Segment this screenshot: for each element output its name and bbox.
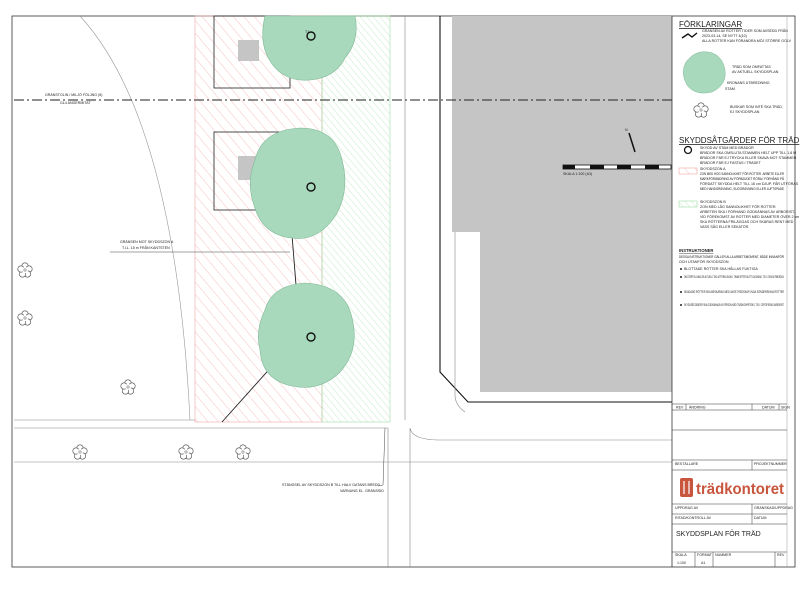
svg-text:RITAD/KONTROLL AV: RITAD/KONTROLL AV bbox=[675, 516, 712, 520]
north-arrow-icon: N bbox=[625, 128, 636, 153]
svg-text:UPPDRAG AV: UPPDRAG AV bbox=[675, 506, 699, 510]
svg-text:STAM: STAM bbox=[725, 87, 735, 91]
svg-text:SKA RÖTTERNA FRILÄGGAS OCH SKÄ: SKA RÖTTERNA FRILÄGGAS OCH SKÄRAS RENT M… bbox=[700, 220, 794, 224]
instructions-title: INSTRUKTIONER bbox=[679, 248, 713, 253]
svg-text:GRANSKAD/UPPDRAG: GRANSKAD/UPPDRAG bbox=[754, 506, 793, 510]
svg-text:TRÄD SOM OMFATTAS: TRÄD SOM OMFATTAS bbox=[732, 65, 771, 69]
tradkontoret-logo: trädkontoret bbox=[680, 478, 785, 498]
tree-legend-icon bbox=[683, 51, 726, 94]
drawing-frame bbox=[11, 15, 796, 568]
property-line bbox=[439, 16, 672, 403]
svg-text:SKYDDSÅTGÄRDER SKA GODKÄNNAS A: SKYDDSÅTGÄRDER SKA GODKÄNNAS AV PERSON M… bbox=[684, 302, 784, 307]
svg-text:GRÄNSEN AV ROTTER TIDER SOM AV: GRÄNSEN AV ROTTER TIDER SOM AVSEDD FRÅN bbox=[702, 28, 788, 33]
svg-text:REV: REV bbox=[777, 553, 785, 557]
svg-text:FORMAT: FORMAT bbox=[697, 553, 713, 557]
svg-text:NUMMER: NUMMER bbox=[715, 553, 732, 557]
trunk-protection-icon bbox=[306, 31, 316, 41]
drawing-scale: 1:100 bbox=[677, 561, 686, 565]
legend: FÖRKLARINGAR GRÄNSEN AV ROTTER TIDER SOM… bbox=[678, 20, 800, 307]
svg-text:BRÄDOR SKA OMSLUTA STAMMEN HEL: BRÄDOR SKA OMSLUTA STAMMEN HELT UPP TILL… bbox=[700, 151, 796, 155]
title-block bbox=[672, 403, 787, 567]
svg-text:BLOTTADE RÖTTER SKA HÅLLAS FUK: BLOTTADE RÖTTER SKA HÅLLAS FUKTIGA bbox=[684, 266, 758, 271]
zone-a-annotation: GRÄNSEN MOT SKYDDSZON A bbox=[120, 240, 174, 244]
zone-a-text-2: MARKFÖRÄNDRING AV FÖRBJUDET RÖRA I FÖRHÅ… bbox=[700, 176, 784, 181]
svg-text:DATUM: DATUM bbox=[762, 406, 775, 410]
svg-text:ZON MED LÅG SANNOLIKHET FÖR RO: ZON MED LÅG SANNOLIKHET FÖR ROTTER. bbox=[700, 204, 776, 209]
bottom-annotation: STÄNGSEL AV SKYDDSZON B TILL HALV GATANS… bbox=[282, 483, 380, 487]
zone-a-text-1: ZON MED HÖG SANNOLIKHET FÖR ROTTER. ARBE… bbox=[700, 171, 784, 176]
svg-text:BRÄDOR FÄR EJ TRYCKA ELLER SKA: BRÄDOR FÄR EJ TRYCKA ELLER SKAVA MOT STA… bbox=[700, 156, 797, 160]
svg-text:VID FÖREKOMST AV ROTTER MED DI: VID FÖREKOMST AV ROTTER MED DIAMETER ÖVE… bbox=[700, 215, 799, 219]
trunk-protection-icon bbox=[306, 332, 316, 342]
svg-text:ALLA ROTTER KAN FÖRANDRA MÖJ S: ALLA ROTTER KAN FÖRANDRA MÖJ STÖRRE GOLV bbox=[702, 39, 792, 43]
svg-text:ÄNDRING: ÄNDRING bbox=[689, 406, 706, 410]
svg-text:SIGN: SIGN bbox=[781, 406, 790, 410]
dashline-sublabel: GL4 ANGERMITAT bbox=[60, 101, 91, 105]
svg-text:2023-03-14, SE NYTT 4(10): 2023-03-14, SE NYTT 4(10) bbox=[702, 34, 747, 38]
svg-text:OCH UTANFÖR SKYDDSZON.: OCH UTANFÖR SKYDDSZON. bbox=[679, 260, 729, 264]
svg-text:DATUM: DATUM bbox=[754, 516, 767, 520]
tree-3 bbox=[258, 282, 355, 388]
drawing-title: SKYDDSPLAN FÖR TRÄD bbox=[676, 530, 761, 538]
svg-text:A1: A1 bbox=[701, 561, 705, 565]
instructions-intro-1: DESSA INSTRUKTIONER GÄLLER ALLA ARBETSMO… bbox=[679, 254, 784, 259]
bottom-annotation-2: VARNUNG EL. GRÄNSSID bbox=[340, 489, 384, 493]
svg-text:SKALA 1:100 (A3): SKALA 1:100 (A3) bbox=[563, 172, 592, 176]
svg-text:BUSKAR SOM INTE SKA TRÄD,: BUSKAR SOM INTE SKA TRÄD, bbox=[730, 105, 783, 109]
shrub-legend-icon bbox=[693, 102, 709, 118]
tree-id: T1 bbox=[305, 30, 309, 34]
building bbox=[452, 16, 672, 392]
svg-text:BESTÄLLARE: BESTÄLLARE bbox=[675, 462, 699, 466]
svg-text:KRONANS UTBREDNING: KRONANS UTBREDNING bbox=[727, 81, 770, 85]
svg-text:trädkontoret: trädkontoret bbox=[696, 481, 785, 498]
tree-2 bbox=[249, 127, 346, 239]
root-boundary-icon bbox=[681, 32, 698, 39]
legend-title: FÖRKLARINGAR bbox=[679, 20, 742, 29]
svg-text:SKYDD AV STAM MED BRÄDOR: SKYDD AV STAM MED BRÄDOR bbox=[700, 146, 754, 150]
svg-text:OM ÅTERFYLLNING ÄR AKTUELLT SK: OM ÅTERFYLLNING ÄR AKTUELLT SKA UTFÖRAS … bbox=[684, 274, 784, 279]
svg-text:VASS SÅG ELLER SEKATÖR.: VASS SÅG ELLER SEKATÖR. bbox=[700, 224, 749, 229]
road-edge-curve bbox=[79, 15, 191, 421]
svg-text:EJ SKYDDSPLAN: EJ SKYDDSPLAN bbox=[730, 110, 760, 114]
dashline-label: GRÄNSTOLIN / MILJÖ FÖLJNG (6) bbox=[45, 93, 102, 97]
svg-text:SKYDDSZON B: SKYDDSZON B bbox=[700, 200, 726, 204]
svg-text:REV: REV bbox=[676, 406, 684, 410]
zone-a-text-4: MED HANDGRÄVNING, SUGGRÄVNING ELLER LUFT… bbox=[700, 186, 784, 191]
svg-text:SKYDDSZON A: SKYDDSZON A bbox=[700, 167, 726, 171]
tree-1 bbox=[262, 15, 357, 81]
svg-text:FÖRDATT SKYDDA HELT TILL 16 cm: FÖRDATT SKYDDA HELT TILL 16 cm DJUP. FÅR… bbox=[700, 181, 799, 186]
svg-text:SKADADE RÖTTER SKA BESKÄRAS ME: SKADADE RÖTTER SKA BESKÄRAS MED VASST RE… bbox=[684, 290, 784, 294]
svg-text:N: N bbox=[625, 128, 628, 132]
protection-title: SKYDDSÅTGÄRDER FÖR TRÄD bbox=[679, 136, 800, 145]
trunk-protection-icon bbox=[306, 182, 316, 192]
zone-a-legend-icon bbox=[678, 167, 698, 175]
trunk-protection-legend-icon bbox=[683, 145, 693, 155]
svg-text:ARBETEN SKA I FÖRHAND GODKÄNNA: ARBETEN SKA I FÖRHAND GODKÄNNAS AV ARBOR… bbox=[700, 210, 795, 214]
svg-text:BRÄDOR FÄR EJ FÄSTAS I TRÄDET: BRÄDOR FÄR EJ FÄSTAS I TRÄDET bbox=[700, 161, 762, 165]
zone-b-legend-icon bbox=[678, 200, 698, 208]
zone-a-annotation-2: T.I.L. 15 m FRÅN KANTSTEN bbox=[122, 245, 170, 250]
svg-text:AV AKTUELL SKYDDSPLAN: AV AKTUELL SKYDDSPLAN bbox=[732, 70, 779, 74]
svg-text:SKALA: SKALA bbox=[675, 553, 687, 557]
scale-bar: SKALA 1:100 (A3) bbox=[562, 164, 672, 176]
svg-text:PROJEKTNUMMER: PROJEKTNUMMER bbox=[754, 462, 787, 466]
